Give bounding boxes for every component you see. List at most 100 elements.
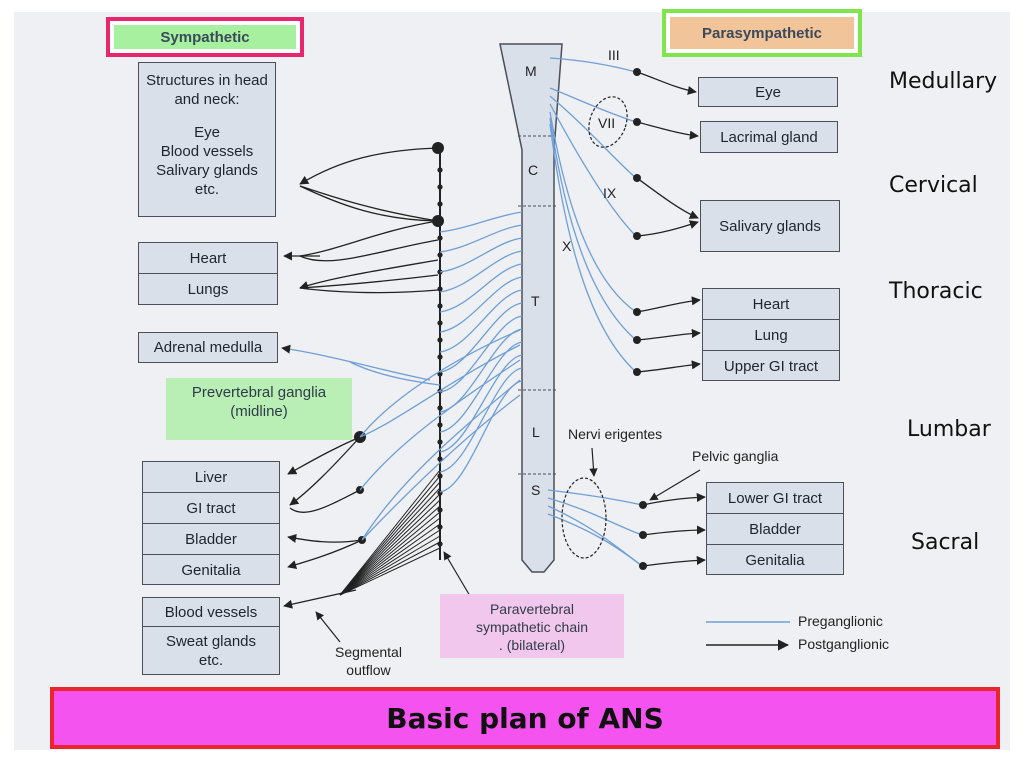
prevertebral-line-1: Prevertebral ganglia xyxy=(191,384,327,401)
segment-label: C xyxy=(528,162,538,178)
target-adrenal-medulla: Adrenal medulla xyxy=(138,332,278,363)
sympathetic-preganglionic-fibre xyxy=(439,224,523,253)
segmental-outflow-fibre xyxy=(339,523,441,596)
para-target-upper-gi-tract: Upper GI tract xyxy=(723,358,819,375)
para-target-eye: Eye xyxy=(698,77,838,107)
chain-ganglion xyxy=(437,439,443,445)
legend-postganglionic-label: Postganglionic xyxy=(798,636,890,652)
head-neck-item: etc. xyxy=(194,181,220,198)
chain-ganglion xyxy=(437,201,443,207)
sympathetic-preganglionic-fibre xyxy=(439,380,523,493)
sympathetic-preganglionic-fibre xyxy=(439,263,523,313)
head-neck-item: Blood vessels xyxy=(160,143,254,160)
chain-ganglion xyxy=(437,320,443,326)
head-neck-box: Structures in head and neck: Eye Blood v… xyxy=(138,62,276,217)
parasympathetic-tag: Parasympathetic xyxy=(662,9,862,57)
para-target-lacrimal-gland: Lacrimal gland xyxy=(700,121,838,153)
prevertebral-ganglia-note: Prevertebral ganglia (midline) xyxy=(166,378,352,440)
segmental-outflow-fibre xyxy=(339,475,441,596)
sympathetic-preganglionic-fibre xyxy=(439,302,523,373)
prevertebral-line-2: (midline) xyxy=(230,403,288,420)
target-genitalia: Genitalia xyxy=(181,562,241,579)
segmental-outflow-fibre xyxy=(339,541,441,596)
region-thoracic: Thoracic xyxy=(889,279,983,304)
segmental-outflow-fibre xyxy=(339,499,441,596)
segment-label: M xyxy=(525,63,537,79)
head-neck-item: Salivary glands xyxy=(156,162,258,179)
segmental-outflow-note: Segmental outflow xyxy=(335,643,402,679)
segmental-outflow-fibre xyxy=(339,529,441,596)
region-cervical: Cervical xyxy=(889,173,978,198)
segmental-outflow-fibre xyxy=(339,547,441,596)
sympathetic-preganglionic-fibre xyxy=(439,276,523,333)
paravertebral-line-1: Paravertebral xyxy=(489,601,575,617)
segmental-outflow-fibre xyxy=(339,487,441,596)
para-target-genitalia: Genitalia xyxy=(745,552,805,569)
region-medullary: Medullary xyxy=(889,69,998,94)
chain-ganglion xyxy=(437,167,443,173)
chain-ganglion xyxy=(437,303,443,309)
target-liver: Liver xyxy=(143,462,279,493)
segmental-line-1: Segmental xyxy=(335,644,402,660)
chain-ganglion xyxy=(437,524,443,530)
segmental-outflow-fibre xyxy=(339,493,441,596)
sympathetic-preganglionic-fibre xyxy=(439,211,523,233)
cranial-nerve-label: III xyxy=(608,47,620,63)
slide-title: Basic plan of ANS xyxy=(386,701,664,735)
segment-label: S xyxy=(531,482,540,498)
nervi-erigentes-ellipse xyxy=(561,477,607,559)
sympathetic-preganglionic-fibre xyxy=(439,315,523,393)
segment-label: T xyxy=(531,293,540,309)
chain-ganglion xyxy=(437,354,443,360)
sympathetic-label: Sympathetic xyxy=(114,25,296,49)
target-bladder: Bladder xyxy=(143,524,279,555)
paravertebral-line-2: sympathetic chain xyxy=(475,619,589,635)
segmental-outflow-fibre xyxy=(339,535,441,596)
para-target-salivary-glands: Salivary glands xyxy=(700,200,840,252)
head-neck-item: Eye xyxy=(194,124,220,141)
thorax-box: Heart Lungs xyxy=(138,242,278,305)
region-sacral: Sacral xyxy=(911,530,980,555)
sympathetic-preganglionic-fibre xyxy=(439,289,523,353)
skin-box: Blood vessels Sweat glands etc. xyxy=(142,597,280,675)
segmental-outflow-fibre xyxy=(339,505,441,596)
chain-ganglion xyxy=(437,184,443,190)
chain-ganglion xyxy=(437,405,443,411)
segmental-outflow-fibre xyxy=(339,481,441,596)
sympathetic-preganglionic-fibre xyxy=(439,250,523,293)
sympathetic-tag: Sympathetic xyxy=(106,17,304,57)
target-gi-tract: GI tract xyxy=(143,493,279,524)
cranial-nerve-label: VII xyxy=(598,115,615,131)
vagal-box: Heart Lung Upper GI tract xyxy=(702,288,840,381)
sympathetic-preganglionic-fibre xyxy=(439,341,523,433)
target-blood-vessels: Blood vessels xyxy=(143,598,279,627)
pelvic-ganglia-label: Pelvic ganglia xyxy=(692,448,779,464)
sacral-targets-box: Lower GI tract Bladder Genitalia xyxy=(706,482,844,575)
parasympathetic-label: Parasympathetic xyxy=(670,17,854,49)
chain-ganglion xyxy=(437,507,443,513)
target-lungs: Lungs xyxy=(187,281,229,298)
para-target-lung: Lung xyxy=(703,320,839,351)
nervi-erigentes-label: Nervi erigentes xyxy=(568,426,663,442)
segmental-outflow-fibre xyxy=(339,511,441,596)
cranial-nerve-label: IX xyxy=(603,185,617,201)
para-target-lower-gi-tract: Lower GI tract xyxy=(707,483,843,514)
target-sweat-glands: Sweat glands etc. xyxy=(165,632,257,669)
para-target-heart: Heart xyxy=(703,289,839,320)
head-neck-heading: Structures in head and neck: xyxy=(146,72,268,108)
spinal-cord xyxy=(499,43,563,573)
chain-ganglion xyxy=(437,235,443,241)
title-bar: Basic plan of ANS xyxy=(50,687,1000,749)
region-lumbar: Lumbar xyxy=(907,417,991,442)
cranial-nerve-label: X xyxy=(562,238,572,254)
legend-preganglionic-label: Preganglionic xyxy=(798,613,883,629)
chain-ganglion xyxy=(437,422,443,428)
sympathetic-preganglionic-fibre xyxy=(439,237,523,273)
segmental-outflow-fibre xyxy=(339,469,441,596)
chain-ganglion xyxy=(437,337,443,343)
abdomen-box: Liver GI tract Bladder Genitalia xyxy=(142,461,280,585)
segmental-outflow-fibre xyxy=(339,517,441,596)
segmental-line-2: outflow xyxy=(346,662,391,678)
sympathetic-preganglionic-fibre xyxy=(439,367,523,473)
